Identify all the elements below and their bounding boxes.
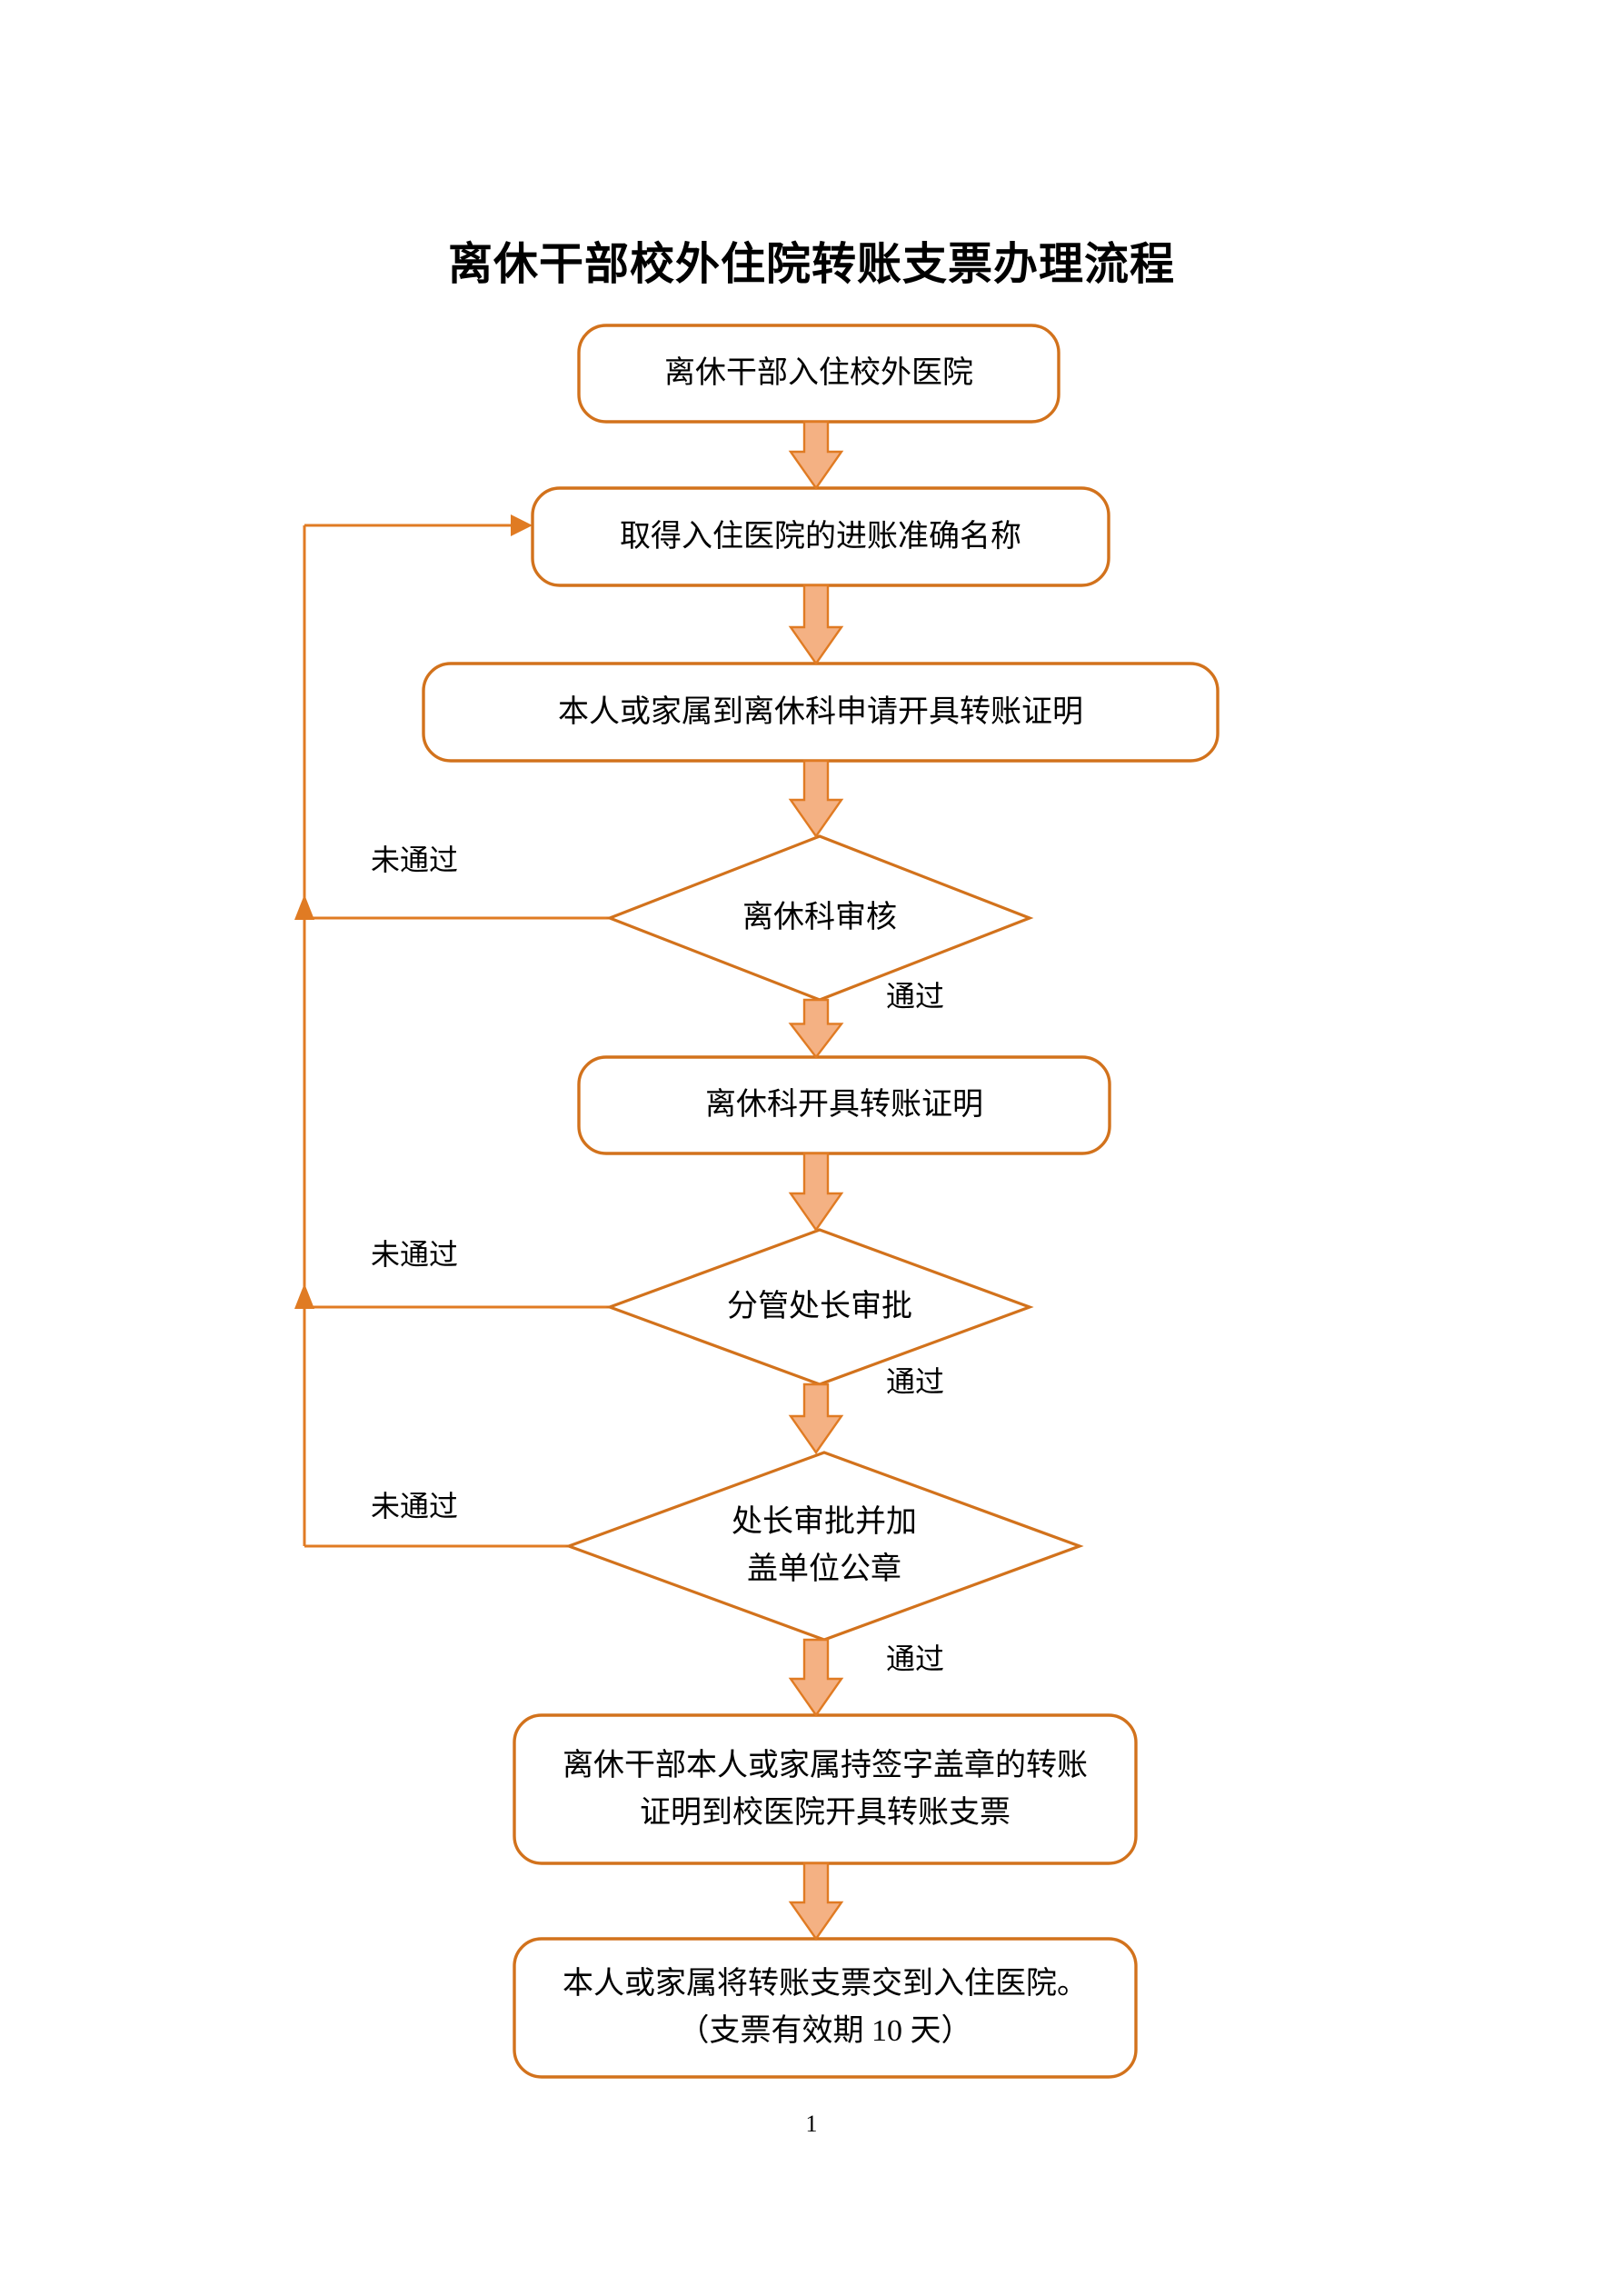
- node-issue-transfer-certificate: [577, 1055, 1111, 1155]
- arrow-d3-to-n5: [788, 1638, 844, 1718]
- label-pass-2: 通过: [886, 1365, 945, 1398]
- arrow-d2-to-d3: [788, 1383, 844, 1455]
- label-pass-3: 通过: [886, 1642, 945, 1675]
- node-obtain-hospital-account-name: [531, 486, 1110, 587]
- arrow-n4-to-d2: [788, 1152, 844, 1233]
- node-start-admission: [577, 324, 1060, 424]
- arrow-d1-to-n4: [788, 998, 844, 1059]
- node-issue-transfer-check-at-school-hospital: [513, 1713, 1138, 1865]
- label-reject-3: 未通过: [371, 1490, 459, 1522]
- label-pass-1: 通过: [886, 980, 945, 1013]
- node-retiree-dept-review: [605, 834, 1034, 1002]
- feedback-d2-to-n2-arrowhead-up: [294, 1283, 314, 1309]
- node-apply-transfer-certificate: [422, 662, 1220, 763]
- label-reject-2: 未通过: [371, 1238, 459, 1271]
- feedback-arrowhead-into-node2: [511, 514, 533, 536]
- arrow-n1-to-n2: [788, 420, 844, 491]
- page-number: 1: [805, 2111, 818, 2137]
- arrow-n5-to-n6: [788, 1862, 844, 1942]
- block-arrow-layer: [788, 420, 844, 1942]
- connector-layer: [294, 514, 610, 1548]
- label-reject-1: 未通过: [371, 844, 459, 876]
- node-director-approval-and-seal: [564, 1451, 1084, 1642]
- shape-layer: [422, 324, 1220, 2079]
- page-title: 离休干部校外住院转账支票办理流程: [447, 239, 1175, 289]
- arrow-n3-to-d1: [788, 759, 844, 839]
- node-deliver-check-to-hospital: [513, 1937, 1138, 2079]
- feedback-d1-to-n2-arrowhead-up: [294, 894, 314, 920]
- node-deputy-director-approval: [605, 1228, 1034, 1386]
- arrow-n2-to-n3: [788, 584, 844, 666]
